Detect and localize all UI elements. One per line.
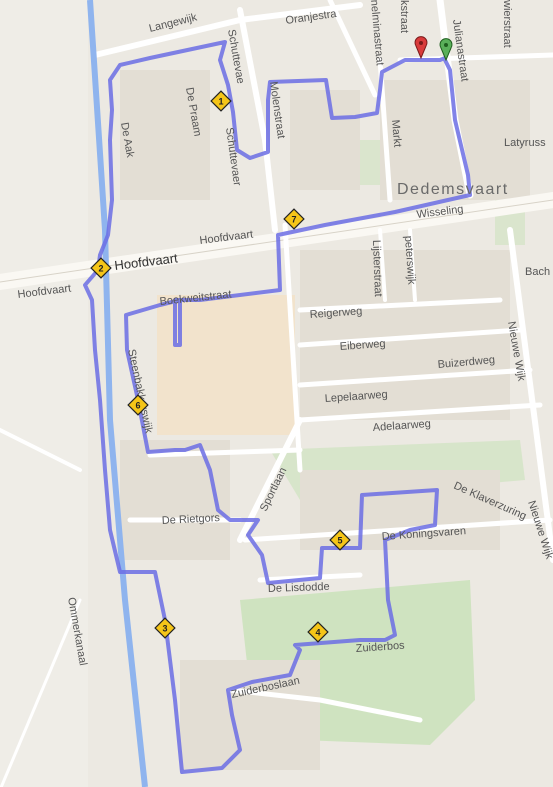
svg-text:2: 2	[98, 264, 103, 274]
label-buizerdweg: Buizerdweg	[437, 354, 495, 371]
building-blocks	[120, 70, 530, 770]
waypoint-diamond-icon	[307, 621, 329, 643]
label-adelaarweg: Adelaarweg	[372, 418, 431, 434]
label-peterswijk: peterswijk	[402, 235, 417, 285]
label-place-dedemsvaart: Dedemsvaart	[397, 181, 509, 198]
label-lijsterstraat: Lijsterstraat	[370, 240, 384, 297]
label-bach: Bach	[525, 266, 550, 278]
label-de-lisdodde: De Lisdodde	[268, 581, 330, 595]
label-lindenstraat: wierstraat	[501, 0, 513, 48]
waypoint-diamond-icon	[90, 257, 112, 279]
label-wilhelminastraat: nelminastraat	[368, 0, 386, 66]
label-eiberweg: Eiberweg	[339, 338, 386, 353]
waypoint-diamond-icon	[127, 394, 149, 416]
label-reigerweg: Reigerweg	[309, 305, 362, 321]
waypoint-diamond-icon	[210, 90, 232, 112]
label-lepelaarweg: Lepelaarweg	[324, 389, 388, 405]
end-marker[interactable]	[414, 36, 428, 60]
start-marker[interactable]	[439, 38, 453, 62]
waypoint-5[interactable]: 5	[329, 529, 351, 551]
start-marker-icon	[439, 38, 453, 62]
waypoints: 1 2 3 4 5 6 7	[90, 90, 351, 643]
label-markt: Markt	[389, 119, 403, 147]
field-area	[0, 0, 88, 787]
sports-field	[157, 295, 295, 435]
label-de-rietgors: De Rietgors	[162, 512, 221, 527]
svg-text:3: 3	[162, 624, 167, 634]
waypoint-3[interactable]: 3	[154, 617, 176, 639]
label-zuiderbos: Zuiderbos	[355, 640, 405, 655]
label-kerkstraat: kstraat	[398, 0, 410, 33]
waypoint-diamond-icon	[283, 208, 305, 230]
svg-text:6: 6	[135, 401, 140, 411]
waypoint-7[interactable]: 7	[283, 208, 305, 230]
label-wisseling: Wisseling	[416, 203, 464, 221]
canal-hoofdvaart	[87, 0, 148, 787]
svg-text:5: 5	[337, 536, 342, 546]
end-marker-icon	[414, 36, 428, 60]
waypoint-diamond-icon	[329, 529, 351, 551]
label-de-koningsvaren: De Koningsvaren	[381, 525, 466, 543]
svg-text:1: 1	[218, 97, 223, 107]
waypoint-6[interactable]: 6	[127, 394, 149, 416]
waypoint-4[interactable]: 4	[307, 621, 329, 643]
label-latyrus: Latyruss	[504, 137, 546, 149]
waypoint-1[interactable]: 1	[210, 90, 232, 112]
waypoint-diamond-icon	[154, 617, 176, 639]
svg-text:4: 4	[315, 628, 320, 638]
svg-text:7: 7	[291, 215, 296, 225]
waypoint-2[interactable]: 2	[90, 257, 112, 279]
walking-route[interactable]	[83, 40, 472, 774]
